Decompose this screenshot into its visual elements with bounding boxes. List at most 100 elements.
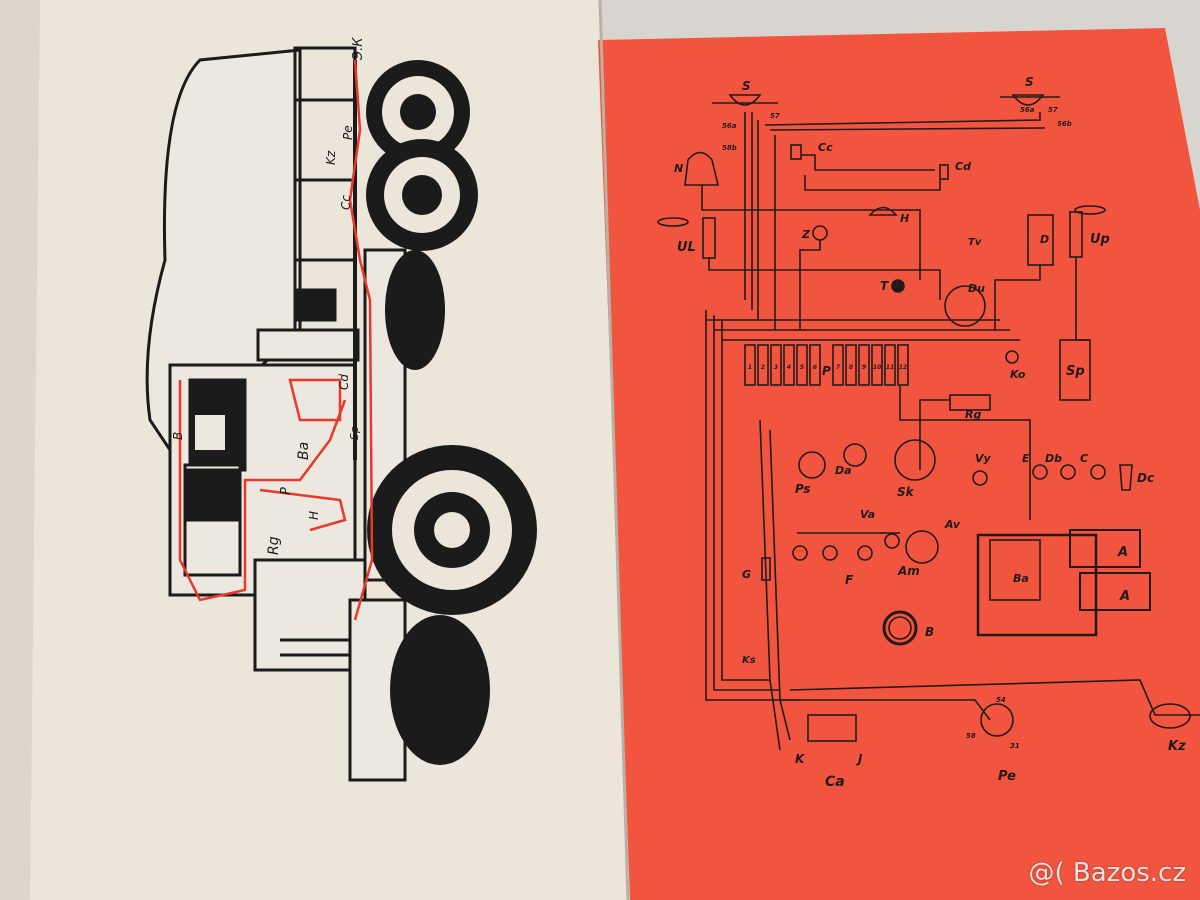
- label-54: 54: [996, 696, 1006, 704]
- component-ps: [798, 451, 826, 479]
- component-sk: [894, 439, 936, 481]
- label-pe: Pe: [341, 125, 355, 140]
- lamp-va: [884, 533, 900, 549]
- label-tv: Tv: [968, 237, 982, 248]
- label-ba: Ba: [296, 442, 312, 460]
- label-da: Da: [835, 464, 852, 477]
- horn-b: [882, 610, 918, 646]
- label-ca: Ca: [825, 774, 845, 790]
- label-e: E: [1022, 452, 1030, 465]
- spare-wheel: [385, 250, 445, 370]
- fuse-number: 3: [774, 364, 778, 371]
- label-a-2: A: [1119, 589, 1130, 604]
- diagram-labels: S S 56a 57 56a 58b 57 56b N Cc Cd UL Z H…: [674, 75, 1186, 790]
- lamp-db: [1060, 464, 1076, 480]
- component-h: [868, 206, 898, 216]
- label-n: N: [674, 162, 683, 175]
- component-cd: [939, 164, 949, 180]
- component-t: [891, 279, 905, 293]
- headlight-right: [1011, 94, 1045, 106]
- label-p: P: [279, 487, 294, 495]
- label-rg: Rg: [965, 408, 981, 421]
- label-kz: Kz: [324, 150, 338, 165]
- label-56a: 56a: [722, 122, 737, 130]
- fuse-number: 5: [800, 364, 804, 371]
- label-d: D: [1040, 233, 1049, 246]
- label-a-1: A: [1117, 545, 1128, 560]
- label-58b: 58b: [722, 144, 737, 152]
- label-56a-right: 56a: [1020, 106, 1035, 114]
- label-g: G: [742, 568, 751, 581]
- component-vy: [972, 470, 988, 486]
- label-ul: UL: [677, 240, 696, 255]
- fuse-number: 4: [787, 364, 791, 371]
- label-db: Db: [1045, 452, 1062, 465]
- label-cd: Cd: [337, 374, 351, 390]
- component-ca: [807, 714, 857, 742]
- headlight-left: [728, 94, 762, 106]
- left-page-edge: [0, 0, 40, 900]
- label-ko: Ko: [1010, 368, 1026, 381]
- label-58: 58: [966, 732, 976, 740]
- lamp-e: [1032, 464, 1048, 480]
- component-sp: [1059, 339, 1091, 401]
- label-rg: Rg: [266, 536, 282, 555]
- fuse-number: 11: [886, 364, 894, 371]
- label-dc: Dc: [1137, 471, 1154, 485]
- ammeter-am: [905, 530, 939, 564]
- lamp-f-2: [822, 545, 838, 561]
- label-up: Up: [1090, 232, 1110, 247]
- lamp-c: [1090, 464, 1106, 480]
- component-da: [843, 443, 867, 467]
- label-z: Z: [801, 228, 811, 241]
- label-ps: Ps: [795, 482, 811, 496]
- switch-ba: [989, 539, 1041, 601]
- left-page-labels: Э.К Pe Kz Cc Ba Cd Sp Rg P H B: [171, 37, 366, 555]
- truck-hood: [253, 558, 367, 672]
- label-s-right: S: [1025, 75, 1034, 89]
- label-j: J: [856, 752, 863, 766]
- fuse-box: [744, 344, 909, 386]
- fuse-number: 10: [873, 364, 881, 371]
- label-p: P: [822, 364, 831, 378]
- label-sp: Sp: [1066, 364, 1085, 379]
- label-k: K: [795, 752, 806, 766]
- label-b: B: [171, 432, 185, 440]
- fuse-number: 1: [748, 364, 752, 371]
- fuse-number: 9: [862, 364, 866, 371]
- label-am: Am: [897, 564, 920, 578]
- watermark: @( Bazos.cz: [1028, 858, 1187, 888]
- label-h: H: [900, 212, 909, 225]
- component-dc: [1119, 464, 1133, 491]
- label-av: Av: [944, 518, 961, 531]
- fuse-number: 6: [813, 364, 817, 371]
- fuse-number: 12: [899, 364, 907, 371]
- component-cc: [790, 144, 802, 160]
- component-g: [761, 557, 771, 581]
- label-t: T: [880, 279, 889, 293]
- wiring-diagram: [657, 94, 1200, 751]
- socket-pe: [980, 703, 1014, 737]
- label-vy: Vy: [975, 452, 992, 465]
- label-h: H: [307, 511, 321, 520]
- label-va: Va: [860, 508, 875, 521]
- lamp-kz: [1149, 703, 1191, 729]
- label-b: B: [925, 625, 934, 639]
- component-du: [944, 285, 986, 327]
- label-31: 31: [1010, 742, 1020, 750]
- label-f: F: [845, 573, 854, 587]
- front-wheel-2: [390, 615, 490, 765]
- label-du: Du: [968, 282, 985, 295]
- truck-wiring-red: [178, 59, 374, 621]
- label-sk: Sk: [897, 485, 915, 499]
- battery-1: [1069, 529, 1141, 568]
- truck-wheels: [366, 60, 537, 765]
- label-57: 57: [770, 112, 780, 120]
- label-cc: Cc: [818, 141, 833, 154]
- label-ba: Ba: [1013, 572, 1029, 585]
- label-pe: Pe: [998, 769, 1016, 784]
- label-ek: Э.К: [351, 37, 366, 61]
- lamp-f-1: [792, 545, 808, 561]
- horn: [684, 151, 720, 186]
- label-cd: Cd: [955, 160, 971, 173]
